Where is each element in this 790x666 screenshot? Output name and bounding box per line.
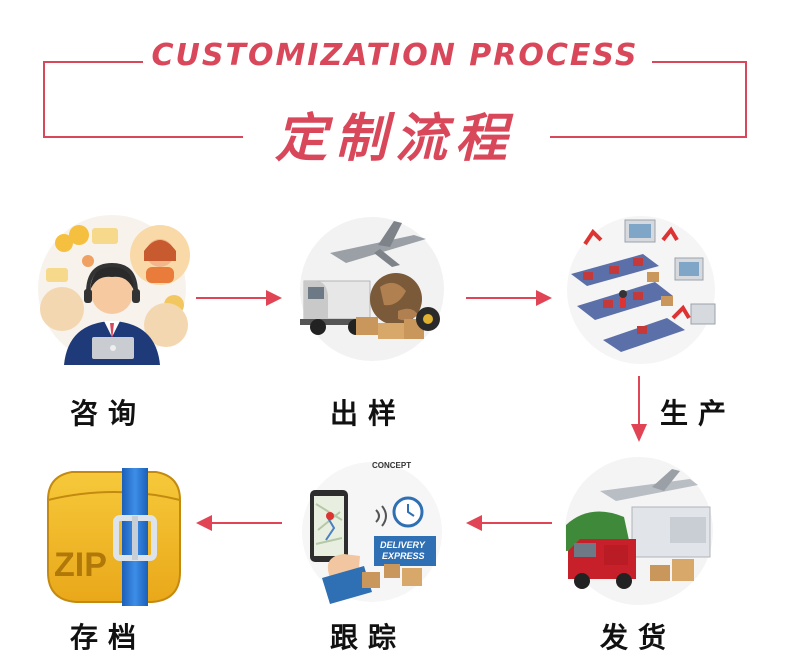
arrow-down xyxy=(631,376,647,442)
delivery-truck-icon xyxy=(565,457,713,605)
arrow-right-2 xyxy=(466,290,552,306)
zip-label: ZIP xyxy=(54,546,107,584)
title-english: CUSTOMIZATION PROCESS xyxy=(151,38,639,73)
customer-service-icon xyxy=(38,215,190,365)
zip-archive-icon: ZIP xyxy=(40,462,188,606)
step-label-sample: 出样 xyxy=(330,397,407,430)
factory-production-icon xyxy=(567,216,716,364)
frame-bottom-right-line xyxy=(550,136,747,138)
title-chinese: 定制流程 xyxy=(274,108,515,169)
step-label-production: 生产 xyxy=(660,397,737,430)
tracking-phone-icon: CONCEPT DELIVERY EXPRESS xyxy=(302,460,442,604)
step-label-delivery: 发货 xyxy=(600,621,677,654)
step-label-archive: 存档 xyxy=(70,621,147,654)
sample-shipping-icon xyxy=(300,217,444,361)
frame-top-left-line xyxy=(43,61,143,63)
frame-bottom-left-line xyxy=(43,136,243,138)
arrow-left-1 xyxy=(466,515,552,531)
arrow-right-1 xyxy=(196,290,282,306)
express-label: EXPRESS xyxy=(382,551,425,561)
frame-left-line xyxy=(43,61,45,138)
delivery-label: DELIVERY xyxy=(380,540,425,550)
step-label-tracking: 跟踪 xyxy=(330,621,407,654)
step-label-consult: 咨询 xyxy=(70,397,147,430)
frame-right-line xyxy=(745,61,747,138)
frame-top-right-line xyxy=(652,61,747,63)
arrow-left-2 xyxy=(196,515,282,531)
tracking-concept-label: CONCEPT xyxy=(372,461,412,470)
